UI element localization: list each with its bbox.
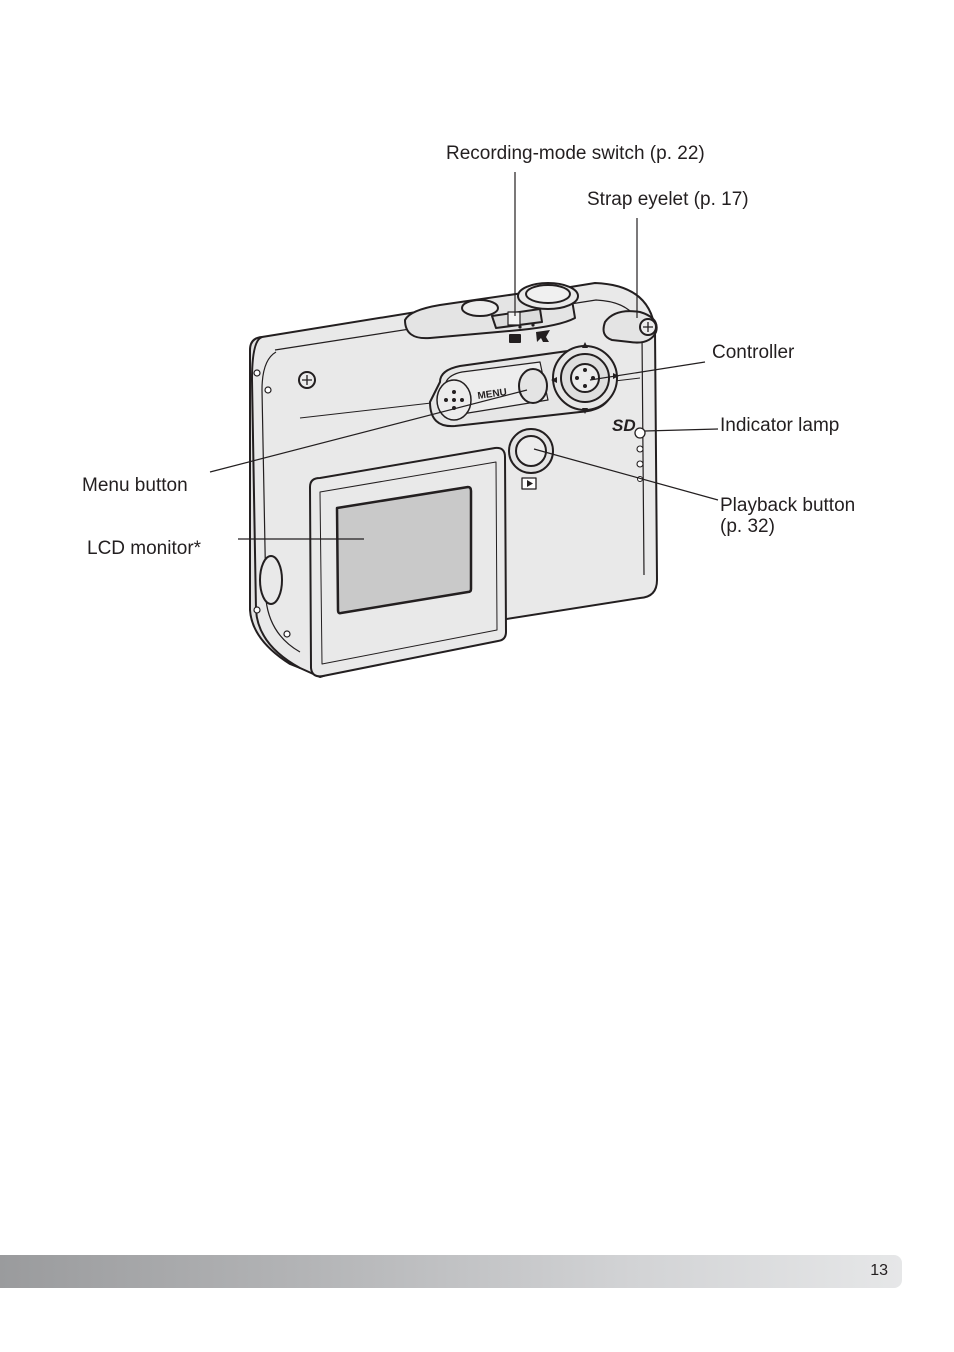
- movie-mode-icon: [536, 330, 550, 342]
- label-strap-eyelet: Strap eyelet (p. 17): [587, 189, 749, 210]
- leader-playback-button: [533, 448, 719, 501]
- label-controller: Controller: [712, 342, 795, 363]
- leader-lines: [209, 172, 719, 540]
- label-indicator-lamp: Indicator lamp: [720, 415, 840, 436]
- label-menu-button: Menu button: [82, 475, 188, 496]
- sd-logo: SD: [612, 416, 636, 435]
- label-recording-mode-switch: Recording-mode switch (p. 22): [446, 143, 705, 164]
- controller-arrows-icon: [444, 323, 619, 414]
- camera-menu-text: MENU: [477, 387, 508, 402]
- leader-controller: [589, 361, 706, 381]
- camera-mode-icon: [509, 334, 521, 343]
- footer-bar: 13: [0, 1255, 902, 1288]
- label-playback-button: Playback button (p. 32): [720, 495, 855, 537]
- camera-body: [249, 282, 658, 678]
- mode-icons: [509, 330, 550, 343]
- label-playback-button-line2: (p. 32): [720, 516, 775, 537]
- leader-menu-button: [209, 389, 528, 473]
- label-lcd-monitor: LCD monitor*: [87, 538, 202, 559]
- page-number: 13: [870, 1262, 888, 1279]
- label-playback-button-line1: Playback button: [720, 495, 856, 516]
- leader-indicator-lamp: [644, 428, 719, 432]
